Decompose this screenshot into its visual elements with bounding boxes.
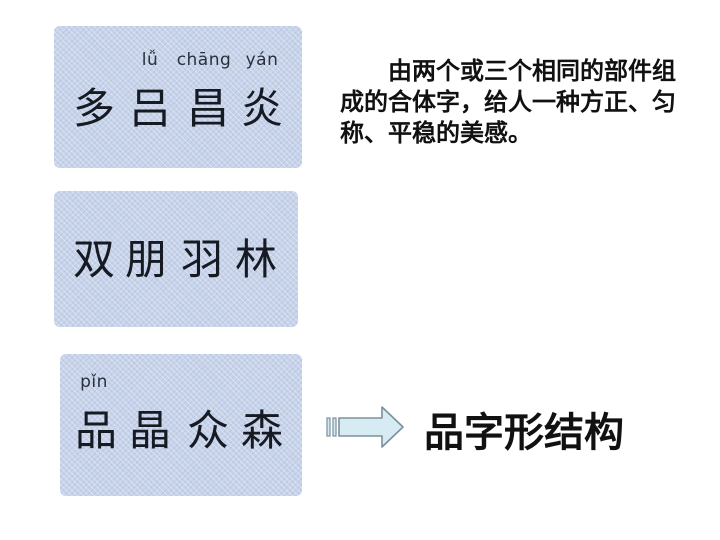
structure-title: 品字形结构 [424, 410, 624, 456]
hanzi-char: 众 [186, 406, 229, 455]
hanzi-char: 朋 [124, 235, 167, 284]
character-card-1: lǚ chāng yán 多 吕 昌 炎 [54, 26, 302, 168]
character-card-2: 双 朋 羽 林 [54, 191, 298, 327]
hanzi-char: 吕 [128, 84, 171, 133]
hanzi-char: 晶 [128, 406, 171, 455]
character-card-3: pǐn 品 晶 众 森 [60, 354, 302, 496]
hanzi-char: 林 [234, 235, 277, 284]
arrow-right-icon [326, 406, 404, 448]
hanzi-char: 炎 [240, 84, 283, 133]
hanzi-char: 森 [240, 406, 283, 455]
hanzi-char: 羽 [180, 235, 223, 284]
pinyin-label: lǚ [141, 50, 159, 70]
hanzi-char: 双 [72, 235, 115, 284]
pinyin-label: chāng [176, 50, 232, 70]
hanzi-char: 昌 [186, 84, 229, 133]
hanzi-char: 多 [72, 84, 115, 133]
pinyin-label: pǐn [80, 372, 108, 392]
pinyin-label: yán [245, 50, 279, 70]
hanzi-char: 品 [74, 406, 117, 455]
description-text: 由两个或三个相同的部件组成的合体字，给人一种方正、匀称、平稳的美感。 [340, 57, 676, 147]
